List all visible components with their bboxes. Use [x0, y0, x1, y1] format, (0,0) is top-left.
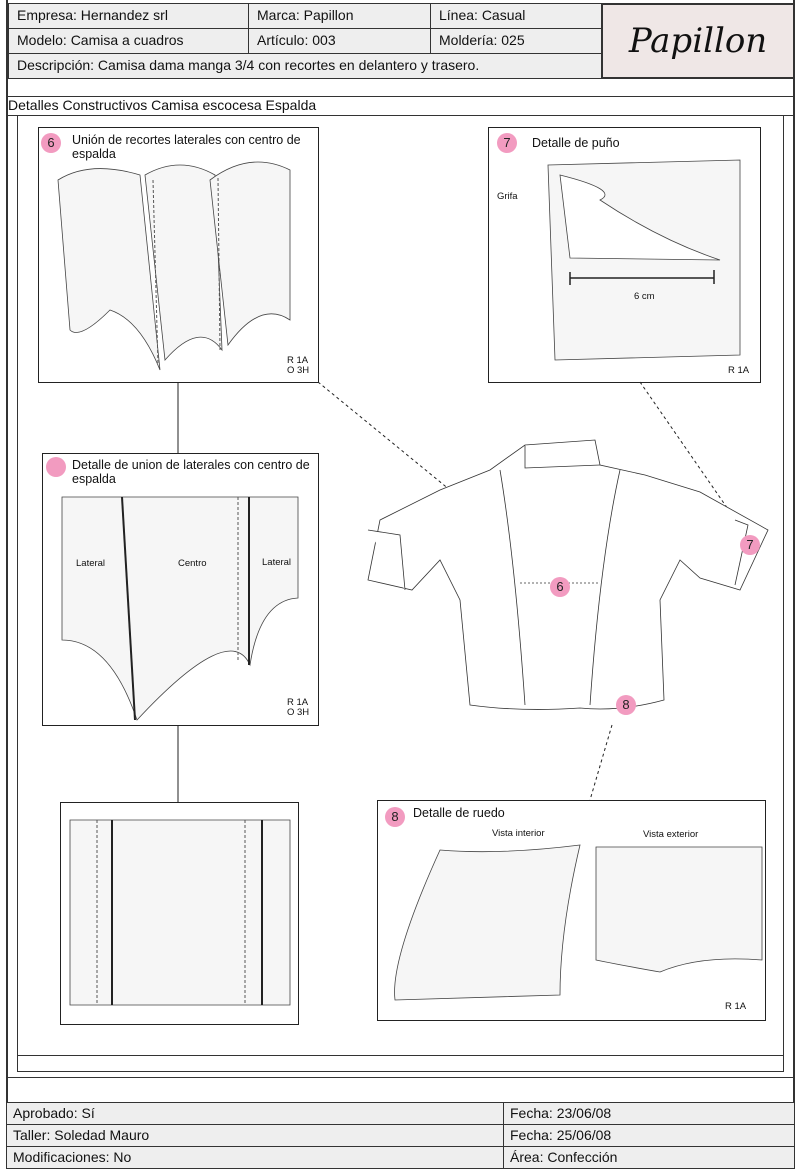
detail-6-ref1: R 1A [287, 355, 309, 366]
detail-6-ref2: O 3H [287, 365, 310, 376]
detail-6-title: Unión de recortes laterales con centro d… [72, 133, 301, 161]
empresa-field: Empresa: Hernandez srl [8, 3, 249, 29]
area-field: Área: Confección [503, 1146, 795, 1169]
grifa-label: Grifa [497, 191, 518, 202]
detail-7-panel [488, 127, 761, 383]
fecha-1-field: Fecha: 23/06/08 [503, 1102, 795, 1125]
shirt-back-illustration [367, 439, 769, 710]
shirt-badge-8: 8 [616, 695, 636, 715]
detail-8-badge: 8 [385, 807, 405, 827]
linea-field: Línea: Casual [430, 3, 602, 29]
union-ref1: R 1A [287, 697, 309, 708]
detail-7-badge: 7 [497, 133, 517, 153]
drawing-area [17, 115, 784, 1072]
brand-logo: Papillon [601, 3, 795, 79]
detail-8-title: Detalle de ruedo [413, 806, 505, 820]
vista-interior-label: Vista interior [492, 828, 545, 839]
aprobado-field: Aprobado: Sí [6, 1102, 504, 1125]
union-badge [46, 457, 66, 477]
union-title: Detalle de union de laterales con centro… [72, 458, 310, 486]
marca-field: Marca: Papillon [248, 3, 431, 29]
detail-6-badge: 6 [41, 133, 61, 153]
divider [6, 1077, 795, 1078]
modificaciones-field: Modificaciones: No [6, 1146, 504, 1169]
detail-6-panel [38, 127, 319, 383]
divider [17, 1055, 784, 1056]
fecha-2-field: Fecha: 25/06/08 [503, 1124, 795, 1147]
centro-label: Centro [178, 558, 207, 569]
detail-7-title: Detalle de puño [532, 136, 620, 150]
measure-label: 6 cm [634, 291, 655, 302]
detail-8-ref1: R 1A [725, 1001, 747, 1012]
detail-7-ref1: R 1A [728, 365, 750, 376]
lateral-right-label: Lateral [262, 557, 292, 568]
taller-field: Taller: Soledad Mauro [6, 1124, 504, 1147]
shirt-badge-7: 7 [740, 535, 760, 555]
seam-closeup-panel [60, 802, 299, 1025]
page-title: Detalles Constructivos Camisa escocesa E… [8, 96, 795, 116]
lateral-left-label: Lateral [76, 558, 106, 569]
union-ref2: O 3H [287, 707, 310, 718]
blank-row [6, 78, 795, 97]
vista-exterior-label: Vista exterior [643, 829, 699, 840]
union-detail-panel [42, 453, 319, 726]
descripcion-field: Descripción: Camisa dama manga 3/4 con r… [8, 53, 602, 79]
detail-8-panel [377, 800, 766, 1021]
shirt-badge-6: 6 [550, 577, 570, 597]
